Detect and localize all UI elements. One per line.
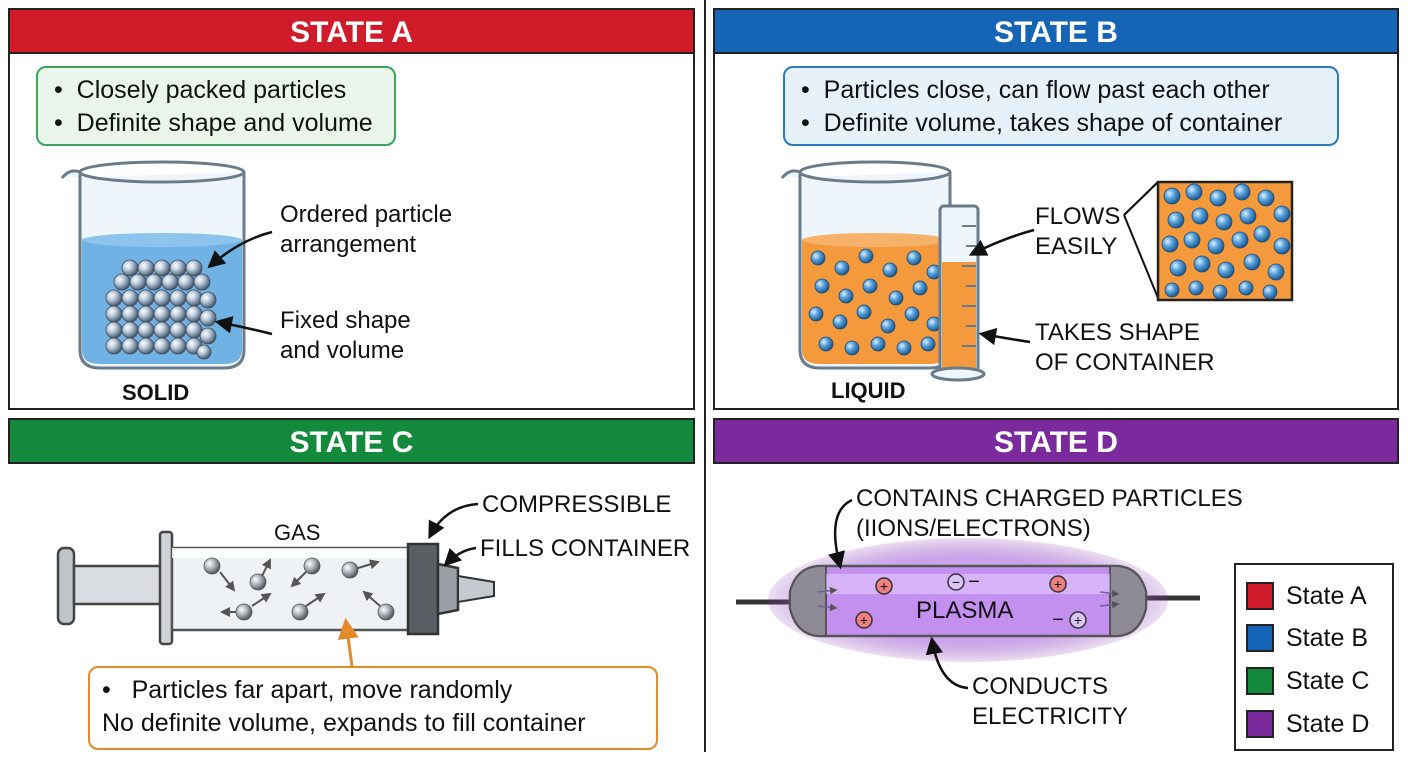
state-c-line2: No definite volume, expands to fill cont…: [102, 709, 586, 737]
state-a-panel: STATE A • Closely packed particles • Def…: [8, 8, 695, 410]
svg-text:−: −: [952, 574, 960, 590]
svg-text:−: −: [1052, 609, 1064, 631]
state-a-bullet-2: • Definite shape and volume: [54, 109, 373, 137]
state-c-header: STATE C: [8, 418, 695, 464]
state-b-header: STATE B: [713, 8, 1399, 54]
svg-text:+: +: [880, 578, 888, 594]
legend: State A State B State C State D: [1234, 563, 1394, 751]
legend-item-state-b: State B: [1246, 621, 1368, 655]
state-b-bullet-2: • Definite volume, takes shape of contai…: [801, 109, 1283, 137]
svg-text:−: −: [968, 571, 980, 593]
state-c-label-fills: FILLS CONTAINER: [480, 535, 691, 562]
state-a-callout: • Closely packed particles • Definite sh…: [36, 66, 396, 146]
state-a-caption: SOLID: [122, 380, 190, 405]
state-b-callout: • Particles close, can flow past each ot…: [783, 66, 1339, 146]
legend-item-state-d: State D: [1246, 707, 1369, 741]
state-c-bullet: • Particles far apart, move randomly: [102, 676, 513, 704]
legend-swatch: [1246, 667, 1274, 695]
state-a-bullet-1: • Closely packed particles: [54, 76, 347, 104]
state-b-bullet-1: • Particles close, can flow past each ot…: [801, 76, 1270, 104]
legend-swatch: [1246, 582, 1274, 610]
legend-swatch: [1246, 624, 1274, 652]
state-c-gas-label: GAS: [274, 520, 321, 545]
gas-syringe: [56, 530, 495, 646]
state-c-callout: • Particles far apart, move randomly No …: [88, 666, 658, 750]
state-d-plasma-label: PLASMA: [916, 597, 1014, 624]
solid-particles: [105, 259, 217, 360]
state-a-header: STATE A: [8, 8, 695, 54]
legend-item-state-a: State A: [1246, 579, 1367, 613]
state-b-caption: LIQUID: [831, 378, 906, 403]
svg-text:+: +: [1074, 612, 1082, 628]
gas-particles: [203, 557, 395, 621]
legend-item-state-c: State C: [1246, 664, 1369, 698]
plasma-charges: + + + − − + −: [855, 571, 1087, 631]
svg-text:+: +: [860, 612, 868, 628]
svg-text:+: +: [1054, 576, 1062, 592]
state-c-panel: STATE C: [8, 418, 695, 758]
state-b-panel: STATE B • Particles close, can flow past…: [713, 8, 1399, 410]
legend-swatch: [1246, 710, 1274, 738]
state-d-header: STATE D: [713, 418, 1399, 464]
state-c-label-compressible: COMPRESSIBLE: [482, 491, 672, 518]
state-d-panel: STATE D: [713, 418, 1399, 468]
state-d-label-charged: CONTAINS CHARGED PARTICLES(IIONS/ELECTRO…: [856, 485, 1243, 542]
center-divider: [704, 0, 706, 752]
liquid-particles: [808, 248, 942, 356]
